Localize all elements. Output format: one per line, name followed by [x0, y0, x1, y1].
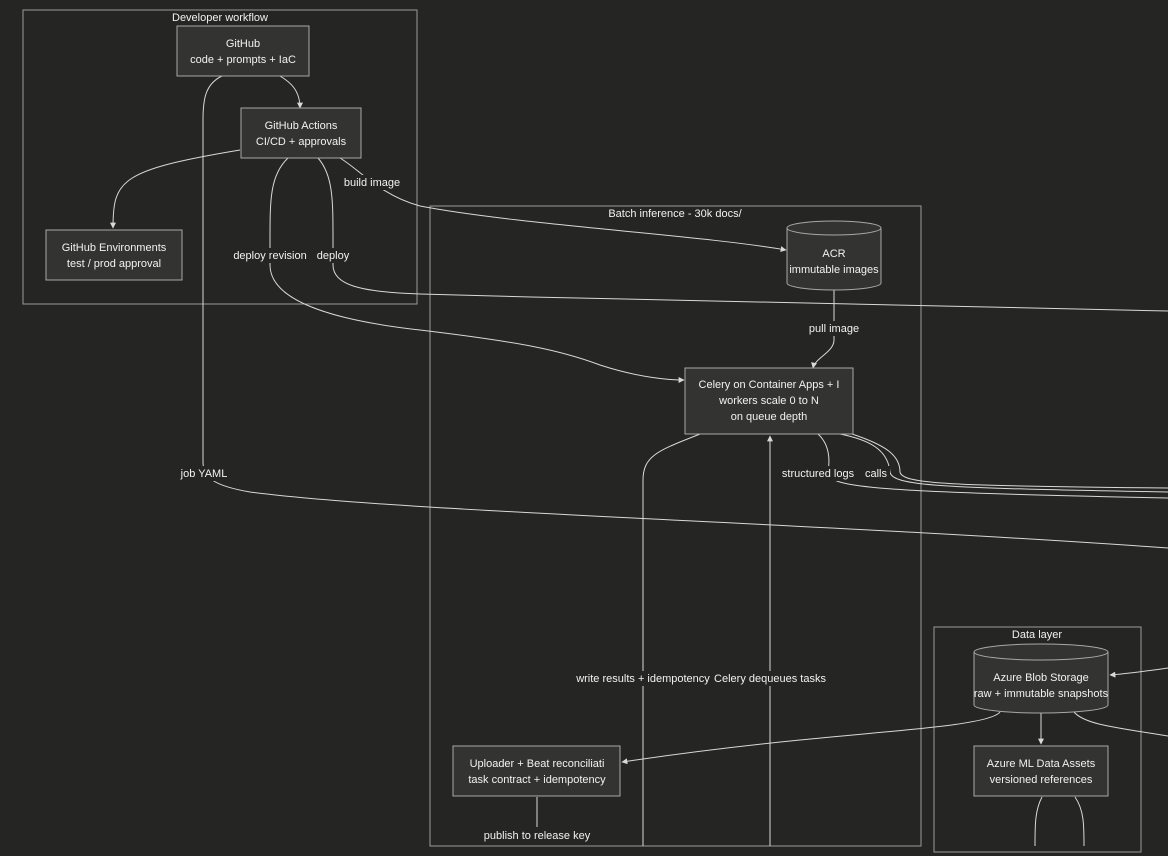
node-github-environments[interactable]: GitHub Environments test / prod approval	[45, 229, 183, 281]
node-blob-title: Azure Blob Storage	[993, 672, 1088, 684]
edge-celery-write	[642, 433, 701, 846]
edge-label-calls: calls	[865, 468, 888, 480]
edges	[110, 75, 1168, 847]
edge-label-job-yaml: job YAML	[180, 468, 228, 480]
edge-celery-calls	[839, 433, 1168, 493]
edge-celery-other	[851, 433, 1168, 489]
cluster-title: Developer workflow	[172, 12, 268, 24]
edge-actions-celery	[269, 157, 685, 383]
node-uploader-subtitle: task contract + idempotency	[468, 774, 606, 786]
node-assets-subtitle: versioned references	[990, 774, 1093, 786]
edge-label-publish: publish to release key	[484, 830, 591, 842]
node-github-title: GitHub	[226, 38, 260, 50]
node-environments-title: GitHub Environments	[62, 242, 167, 254]
edge-label-write-results: write results + idempotency	[575, 673, 710, 685]
edge-right-blob	[1109, 667, 1168, 678]
node-blob-subtitle: raw + immutable snapshots	[974, 688, 1109, 700]
cluster-developer-workflow: Developer workflow	[22, 9, 418, 305]
edge-assets-down-right	[1074, 796, 1085, 847]
node-uploader[interactable]: Uploader + Beat reconciliati task contra…	[452, 745, 621, 797]
node-acr-subtitle: immutable images	[789, 264, 879, 276]
edge-label-build-image: build image	[344, 177, 400, 189]
edge-blob-uploader	[621, 711, 1001, 765]
edge-acr-celery	[811, 290, 835, 369]
edge-actions-deploy	[317, 157, 1168, 312]
cluster-data-layer: Data layer	[933, 626, 1142, 853]
edge-label-structured-logs: structured logs	[782, 468, 855, 480]
node-github[interactable]: GitHub code + prompts + IaC	[176, 25, 310, 77]
node-celery[interactable]: Celery on Container Apps + I workers sca…	[684, 367, 854, 435]
node-actions-title: GitHub Actions	[265, 120, 338, 132]
node-acr[interactable]: ACR immutable images	[786, 220, 882, 291]
edge-actions-environments	[110, 149, 241, 229]
node-celery-line2: workers scale 0 to N	[718, 395, 819, 407]
node-github-subtitle: code + prompts + IaC	[190, 54, 296, 66]
node-azure-blob-storage[interactable]: Azure Blob Storage raw + immutable snaps…	[973, 643, 1109, 714]
node-github-actions[interactable]: GitHub Actions CI/CD + approvals	[240, 107, 362, 159]
cluster-title: Batch inference - 30k docs/	[608, 208, 742, 220]
cluster-title: Data layer	[1012, 629, 1062, 641]
node-environments-subtitle: test / prod approval	[67, 258, 161, 270]
edge-celery-logs	[817, 433, 1168, 499]
edge-github-job	[202, 75, 1168, 549]
node-azure-ml-data-assets[interactable]: Azure ML Data Assets versioned reference…	[973, 745, 1109, 797]
edge-actions-acr	[339, 157, 787, 253]
edge-blob-right	[1073, 711, 1168, 737]
edge-label-celery-dequeues: Celery dequeues tasks	[714, 673, 826, 685]
node-celery-title: Celery on Container Apps + I	[699, 379, 840, 391]
node-uploader-title: Uploader + Beat reconciliati	[470, 758, 605, 770]
edge-label-pull-image: pull image	[809, 323, 859, 335]
node-acr-title: ACR	[822, 248, 845, 260]
node-actions-subtitle: CI/CD + approvals	[256, 136, 347, 148]
node-celery-line3: on queue depth	[731, 411, 807, 423]
edge-label-deploy: deploy	[317, 250, 350, 262]
edge-labels: build image deploy revision deploy pull …	[180, 175, 890, 843]
node-assets-title: Azure ML Data Assets	[987, 758, 1096, 770]
cluster-batch-inference: Batch inference - 30k docs/	[429, 205, 922, 847]
edge-label-deploy-revision: deploy revision	[233, 250, 306, 262]
edge-github-actions	[279, 75, 303, 109]
edge-assets-down-left	[1034, 796, 1043, 847]
